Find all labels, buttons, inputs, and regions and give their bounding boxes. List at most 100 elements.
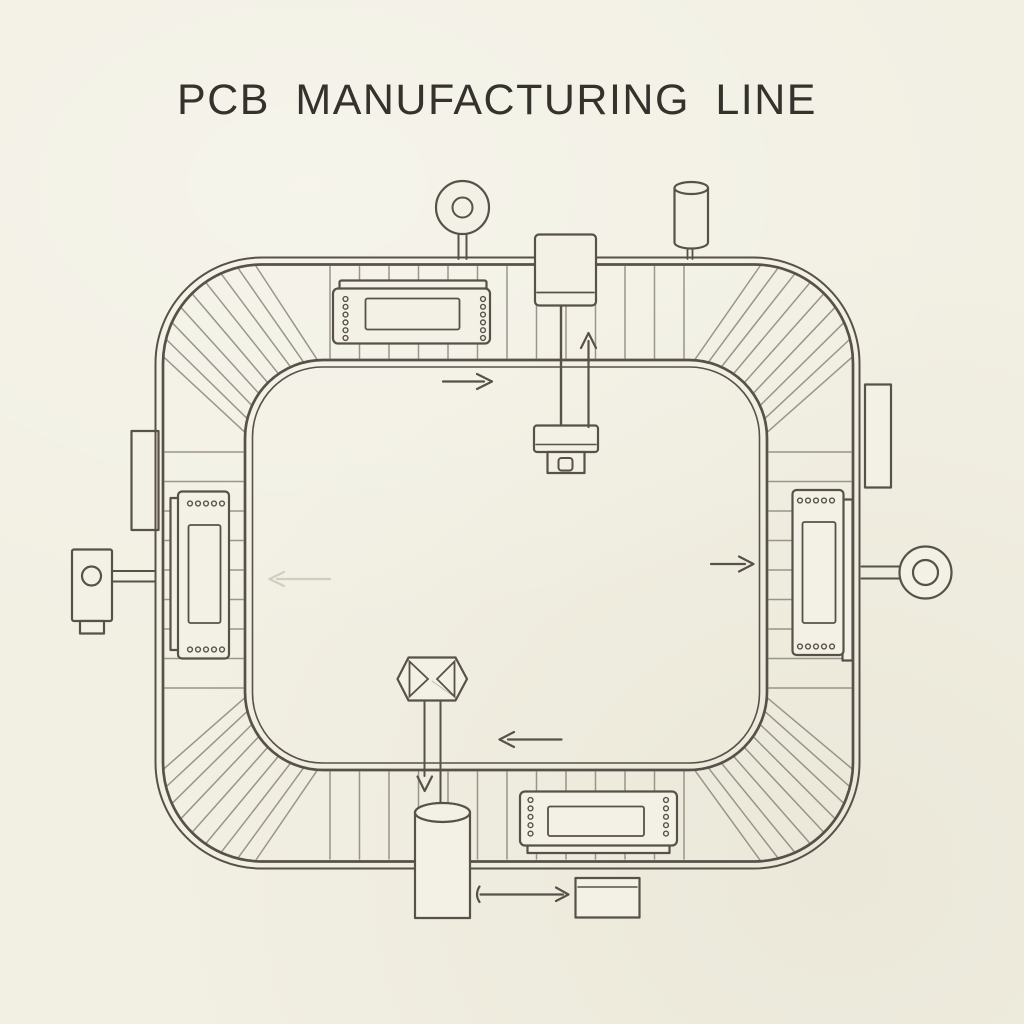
indicator-dot [812, 497, 820, 504]
belt-corner-tie [752, 735, 837, 820]
outer-edge-outline [154, 256, 861, 870]
display-window [801, 521, 837, 624]
indicator-dot [186, 646, 194, 653]
belt-corner-tie [220, 762, 292, 854]
belt-corner-tie [732, 755, 812, 845]
belt-corner-tie [707, 266, 780, 364]
gantry-foot [546, 450, 586, 475]
belt-corner-tie [763, 710, 851, 788]
pump-foot [78, 619, 106, 635]
hexagon-facet-left [408, 659, 430, 699]
indicator-dot [479, 334, 487, 342]
belt-corner-tie [162, 696, 246, 771]
indicator-dot [812, 643, 820, 650]
knob-center [911, 558, 940, 587]
indicator-dot [662, 813, 670, 820]
belt-corner-tie [179, 306, 260, 395]
belt-corner-tie [179, 735, 260, 820]
indicator-dot [796, 643, 804, 650]
belt-corner-tie [204, 755, 280, 845]
indicator-dot [527, 830, 534, 837]
indicator-dot [342, 327, 349, 334]
belt-corner-tie [743, 292, 825, 384]
optical-head-hexagon [396, 656, 469, 702]
belt-corner-tie [171, 321, 253, 407]
indicator-dot [342, 303, 349, 310]
indicator-dot [527, 796, 534, 804]
indicator-dot [662, 805, 670, 812]
down-arrowhead [416, 775, 434, 793]
belt-corner-tie [254, 263, 319, 361]
flow-arrows [268, 331, 755, 904]
belt-corner-tie [693, 769, 762, 863]
left-side-panel [130, 429, 160, 532]
lift-arrow-up [579, 331, 598, 429]
indicator-dot [210, 500, 218, 507]
hexagon-facet-right [435, 659, 456, 699]
indicator-dot [527, 822, 534, 829]
machine-body [518, 790, 679, 847]
indicator-dot [194, 646, 202, 653]
flow-arrow-bottom [498, 730, 563, 749]
indicator-dot [820, 643, 828, 650]
indicator-dot [804, 643, 812, 650]
flow-arrow-right [709, 555, 755, 573]
indicator-dot [662, 830, 670, 837]
indicator-dot [479, 303, 487, 310]
output-transfer-arrow [475, 885, 570, 904]
indicator-dot [527, 813, 534, 820]
indicator-dot [828, 497, 836, 504]
belt-corner-tie [743, 746, 825, 834]
indicator-dot [342, 295, 349, 303]
station-gantry-dispenser [532, 233, 600, 475]
camera-lens [451, 196, 474, 219]
belt-corner-tie [204, 281, 280, 375]
display-window [187, 524, 222, 624]
flow-arrow-top [441, 372, 494, 391]
right-side-panel [863, 383, 893, 489]
station-placement-top [331, 279, 492, 345]
cylinder-body [413, 811, 472, 920]
belt-corner-tie [236, 266, 305, 364]
indicator-dot [194, 500, 202, 507]
diagram-title: PCB MANUFACTURING LINE [177, 76, 817, 124]
indicator-dot [479, 319, 487, 326]
belt-corner-tie [171, 723, 253, 805]
indicator-dot [479, 327, 487, 334]
belt-corner-tie [766, 355, 854, 434]
belt-corner-tie [720, 762, 796, 854]
station-optical-head [396, 656, 469, 807]
nozzle [557, 457, 574, 472]
indicator-dot [186, 500, 194, 507]
belt-corner-tie [191, 746, 269, 834]
belt-corner-tie [752, 306, 837, 395]
indicator-dot [342, 319, 349, 326]
indicator-dot [479, 295, 487, 303]
belt-corner-tie [732, 281, 812, 375]
knob-wheel [898, 545, 953, 600]
indicator-dots [186, 500, 226, 653]
machine-body [331, 287, 492, 345]
indicator-dots [342, 295, 487, 342]
hexagon-shade-line [431, 680, 457, 699]
belt-corner-tie [162, 355, 246, 434]
belt-corner-tie [707, 766, 780, 860]
indicator-dot [210, 646, 218, 653]
belt-corner-tie [693, 263, 762, 361]
machine-body [791, 488, 845, 657]
indicator-dot [218, 646, 226, 653]
inner-edge-inner-line [251, 366, 761, 764]
indicator-dots [796, 497, 836, 650]
output-tray [574, 876, 641, 919]
cylinder-top [673, 180, 710, 196]
indicator-dot [202, 646, 210, 653]
cylinder-top [413, 801, 472, 824]
flow-arrow-left-faint [268, 570, 332, 588]
indicator-dot [804, 497, 812, 504]
inner-edge-outline [243, 358, 769, 772]
belt-corner-tie [766, 696, 854, 771]
indicator-dot [820, 497, 828, 504]
belt-corner-tie [191, 292, 269, 384]
gantry-block [533, 233, 598, 307]
belt-corner-tie [165, 338, 249, 420]
